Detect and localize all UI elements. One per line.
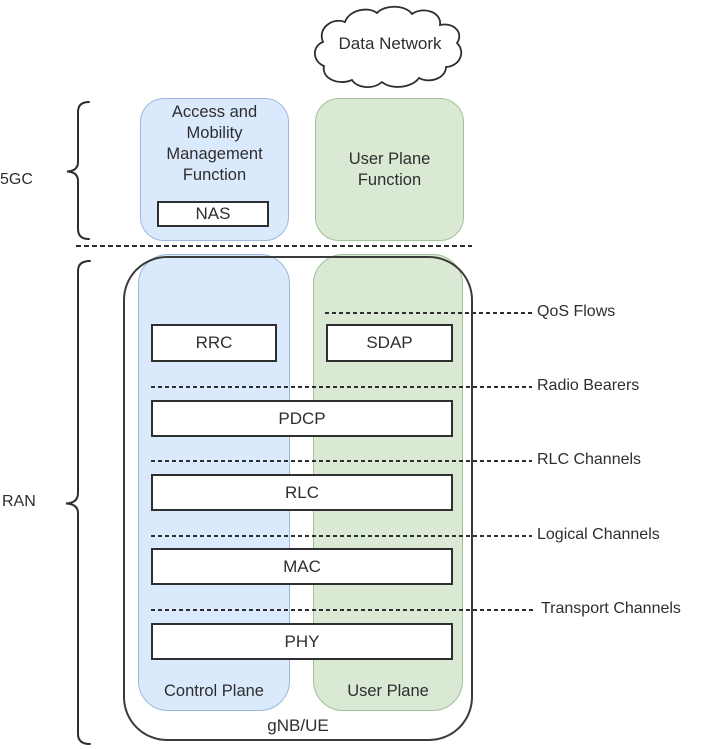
cloud-label: Data Network	[338, 34, 442, 53]
amf-title-line: Management	[166, 145, 263, 163]
core-brace	[66, 101, 90, 240]
upf-box	[315, 98, 464, 241]
logical-channels-label: Logical Channels	[537, 526, 660, 543]
radio-bearers-line	[151, 386, 532, 388]
upf-title: User Plane Function	[315, 149, 464, 191]
region-label-ran: RAN	[2, 493, 36, 510]
logical-channels-line	[151, 535, 532, 537]
nas-box: NAS	[157, 201, 269, 227]
gnb-ue-container	[123, 256, 473, 741]
phy-box: PHY	[151, 623, 453, 660]
gnb-ue-label: gNB/UE	[267, 716, 329, 735]
upf-title-line: User Plane	[348, 150, 431, 168]
amf-title-line: Access and	[171, 103, 258, 121]
pdcp-box: PDCP	[151, 400, 453, 437]
rlc-box: RLC	[151, 474, 453, 511]
rlc-channels-line	[151, 460, 532, 462]
core-ran-separator-line	[76, 245, 472, 247]
transport-channels-line	[151, 609, 535, 611]
amf-title-line: Mobility	[186, 124, 243, 142]
mac-box: MAC	[151, 548, 453, 585]
qos-flows-label: QoS Flows	[537, 303, 616, 320]
ran-brace	[65, 260, 91, 745]
control-plane-label: Control Plane	[164, 681, 264, 700]
transport-channels-label: Transport Channels	[541, 600, 681, 617]
rlc-channels-label: RLC Channels	[537, 451, 642, 468]
user-plane-label: User Plane	[347, 681, 429, 700]
amf-title-line: Function	[182, 166, 247, 184]
cloud-shape	[313, 5, 463, 88]
sdap-box: SDAP	[326, 324, 453, 362]
amf-title: Access and Mobility Management Function	[140, 102, 289, 186]
region-label-5gc: 5GC	[0, 171, 33, 188]
upf-title-line: Function	[357, 171, 422, 189]
rrc-box: RRC	[151, 324, 277, 362]
qos-flows-line	[325, 312, 532, 314]
radio-bearers-label: Radio Bearers	[537, 377, 640, 394]
